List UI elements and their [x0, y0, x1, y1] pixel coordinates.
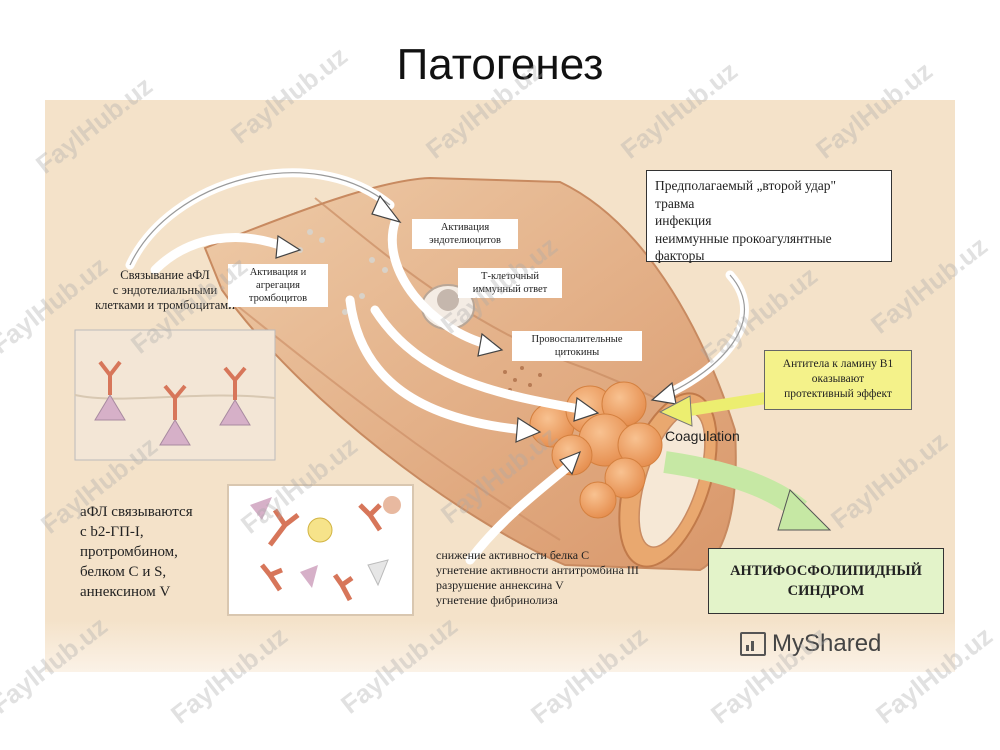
label-line: Активация и	[249, 267, 307, 278]
label-line: белком C и S,	[80, 564, 167, 580]
label-line: аФЛ связываются	[80, 504, 193, 520]
brand-logo: MyShared	[740, 630, 881, 658]
label-line: с b2-ГП-I,	[80, 524, 144, 540]
label-line: с эндотелиальными	[112, 283, 218, 297]
label-platelet-activation: Активация и агрегация тромбоцитов	[228, 264, 328, 307]
label-line: факторы	[655, 248, 705, 263]
label-line: Связывание аФЛ	[120, 268, 210, 282]
label-binding-afl: Связывание аФЛ с эндотелиальными клеткам…	[75, 268, 255, 313]
antibody-inset	[227, 484, 414, 616]
presentation-icon	[740, 632, 766, 656]
green-arrow	[663, 451, 832, 531]
cytokine-dots	[503, 366, 542, 392]
label-proinflammatory-cytokines: Провоспалительные цитокины	[512, 331, 642, 361]
label-line: агрегация	[256, 280, 300, 291]
label-line: Активация	[440, 222, 490, 233]
label-antibodies-lamin: Антитела к ламину B1 оказывают протектив…	[764, 350, 912, 410]
yellow-arrow	[658, 392, 767, 427]
label-line: травма	[655, 195, 695, 211]
label-line: Предполагаемый „второй удар"	[655, 178, 837, 193]
label-line: тромбоцитов	[248, 293, 308, 304]
label-line: оказывают	[811, 373, 865, 385]
label-line: угнетение активности антитромбина III	[436, 563, 639, 577]
clot	[529, 381, 663, 519]
label-line: цитокины	[554, 347, 600, 358]
label-endothelial-activation: Активация эндотелиоцитов	[412, 219, 518, 249]
label-line: Антитела к ламину B1	[782, 358, 894, 370]
label-line: протромбином,	[80, 544, 178, 560]
label-line: неиммунные прокоагулянтные	[655, 230, 832, 246]
receptor-inset	[74, 329, 276, 461]
label-line: снижение активности белка C	[436, 548, 590, 562]
label-coagulation: Coagulation	[665, 428, 740, 444]
label-t-cell-response: Т-клеточный иммунный ответ	[458, 268, 562, 298]
label-afl-binds: аФЛ связываются с b2-ГП-I, протромбином,…	[80, 502, 220, 602]
label-line: угнетение фибринолиза	[436, 593, 558, 607]
label-line: АНТИФОСФОЛИПИДНЫЙ	[730, 563, 922, 579]
label-line: Провоспалительные	[531, 334, 623, 345]
label-line: протективный эффект	[784, 388, 892, 400]
label-line: инфекция	[655, 213, 712, 228]
label-antiphospholipid-syndrome: АНТИФОСФОЛИПИДНЫЙ СИНДРОМ	[708, 548, 944, 614]
arrow-outlines	[129, 172, 745, 396]
label-line: эндотелиоцитов	[429, 235, 501, 246]
brand-name: MyShared	[772, 630, 882, 657]
figure-bottom-fade	[45, 620, 955, 672]
label-line: клетками и тромбоцитами	[95, 298, 235, 312]
label-second-hit: Предполагаемый „второй удар" травма инфе…	[646, 170, 892, 263]
arrow-heads	[275, 194, 677, 476]
label-line: разрушение аннексина V	[436, 578, 564, 592]
label-mechanisms: снижение активности белка C угнетение ак…	[436, 548, 696, 608]
label-line: СИНДРОМ	[787, 583, 865, 599]
label-line: иммунный ответ	[472, 284, 548, 295]
label-line: Т-клеточный	[481, 271, 539, 282]
slide-title: Патогенез	[396, 40, 604, 89]
label-line: аннексином V	[80, 584, 171, 600]
